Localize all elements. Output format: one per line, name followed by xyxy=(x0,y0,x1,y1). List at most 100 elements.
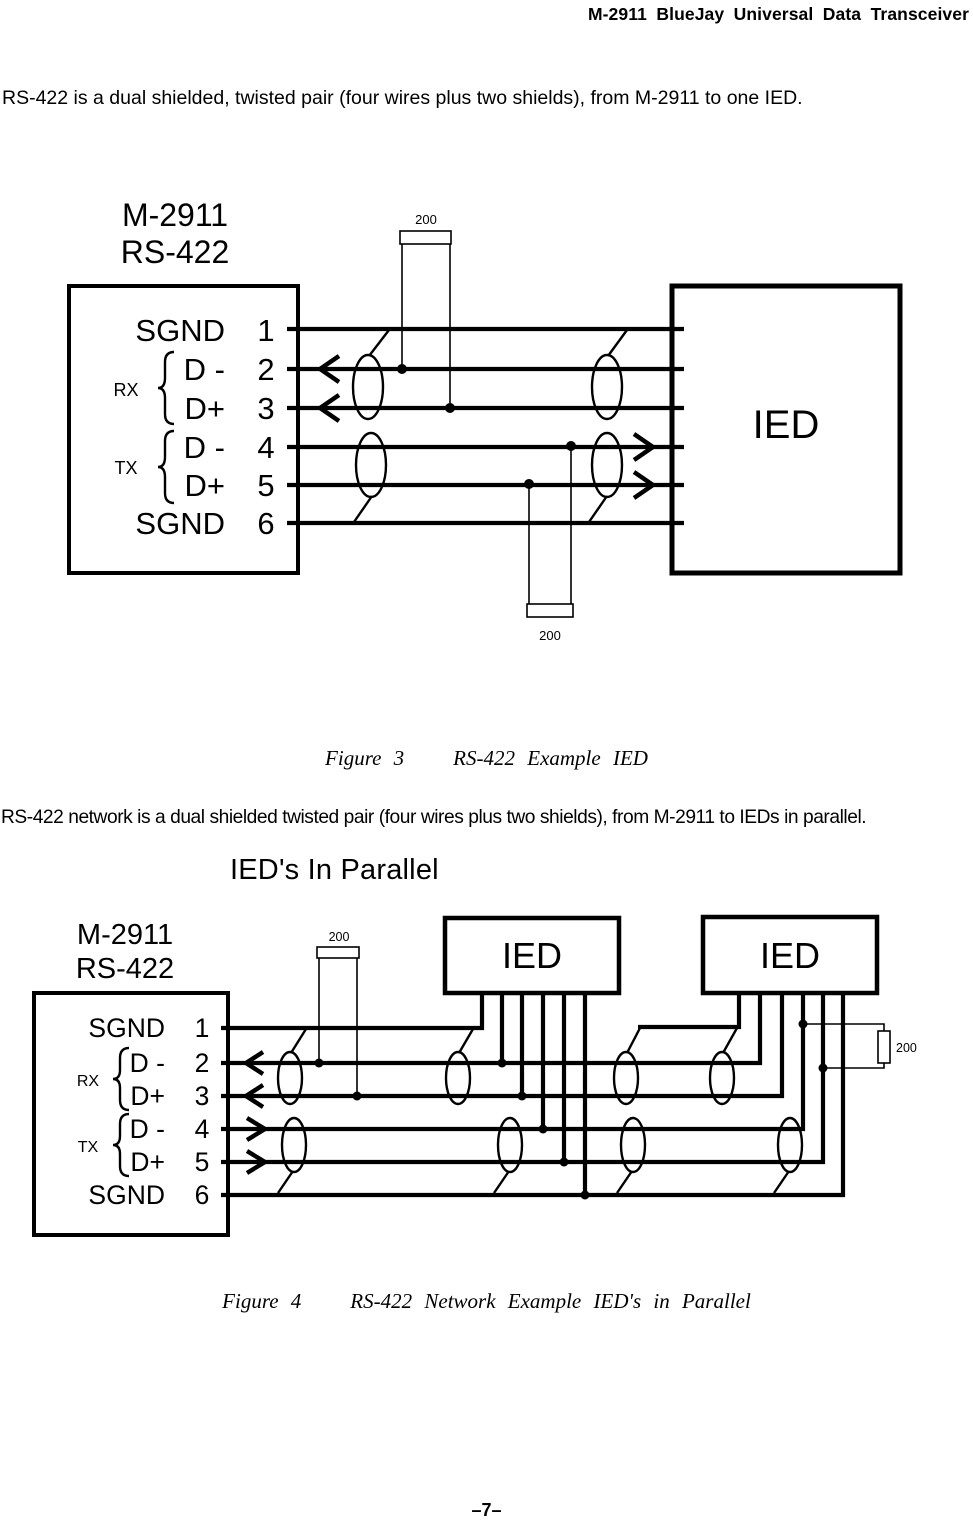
fig4-junction-dot xyxy=(497,1058,507,1068)
fig4-pin6-number: 6 xyxy=(195,1180,210,1210)
fig4-tx-shield-1-tail xyxy=(277,1170,294,1194)
fig4-ied1-label: IED xyxy=(502,935,562,976)
fig4-wire-pin6 xyxy=(221,993,846,1198)
fig4-tx-shield-2 xyxy=(496,1116,524,1174)
fig4-pin2-number: 2 xyxy=(195,1048,210,1078)
fig4-junction-dot xyxy=(559,1157,569,1167)
fig3-tx-shield-right-tail xyxy=(588,495,608,523)
fig4-junction-dot xyxy=(352,1091,362,1101)
fig3-rx-arrow-pin3-icon xyxy=(316,393,341,423)
fig4-left-resistor-symbol xyxy=(316,946,360,959)
fig4-right-resistor-wire-top xyxy=(803,1023,885,1031)
fig3-device-title-line1: M-2911 xyxy=(122,197,228,233)
fig4-tx-shield-3-tail xyxy=(616,1170,633,1194)
fig3-tx-arrow-pin5-icon xyxy=(632,470,657,500)
fig4-rx-shield-3-tail xyxy=(625,1027,642,1054)
fig3-tx-arrow-pin4-icon xyxy=(632,432,657,462)
fig3-rx-shield-right-tail xyxy=(607,329,628,357)
fig4-rx-shield-1-tail xyxy=(289,1028,308,1054)
fig4-tx-shield-1 xyxy=(280,1116,308,1174)
fig3-junction-dot xyxy=(524,479,534,489)
fig4-m2911-box xyxy=(32,991,230,1237)
fig4-wire-pin3 xyxy=(221,993,785,1099)
fig3-pin2-number: 2 xyxy=(257,352,274,387)
fig3-junction-dot xyxy=(397,364,407,374)
fig4-wire-pin5 xyxy=(221,993,826,1165)
fig4-device-title-line2: RS-422 xyxy=(76,953,174,985)
fig3-pin4-label: D - xyxy=(184,430,225,465)
fig3-cable-shields xyxy=(351,329,628,523)
fig4-pin-labels: SGND D - D+ D - D+ SGND 1 2 3 4 5 6 xyxy=(88,1013,209,1210)
fig4-left-resistor-value: 200 xyxy=(329,930,350,944)
fig4-wire-pin1 xyxy=(221,993,485,1031)
fig3-bottom-resistor-symbol xyxy=(526,603,574,618)
fig3-signal-wires xyxy=(287,326,684,526)
fig3-junction-dot xyxy=(566,441,576,451)
fig3-rx-brace xyxy=(157,350,175,426)
fig3-pin1-label: SGND xyxy=(135,313,225,348)
fig3-pin5-label: D+ xyxy=(185,468,226,503)
fig4-pin3-label: D+ xyxy=(130,1081,165,1111)
fig4-rx-shield-4-tail xyxy=(721,1027,739,1054)
network-paragraph: RS-422 network is a dual shielded twiste… xyxy=(1,807,867,828)
fig4-tx-arrow-pin5-icon xyxy=(245,1149,270,1175)
fig4-pin1-number: 1 xyxy=(195,1013,210,1043)
fig3-bottom-resistor-value: 200 xyxy=(539,628,561,643)
fig4-cable-shields xyxy=(276,1027,804,1194)
page-number: –7– xyxy=(471,1500,502,1520)
fig3-pin5-number: 5 xyxy=(257,468,274,503)
fig4-tx-shield-3 xyxy=(619,1116,647,1174)
fig3-pin1-number: 1 xyxy=(257,313,274,348)
fig3-pin6-number: 6 xyxy=(257,506,274,541)
fig4-device-title-line1: M-2911 xyxy=(77,919,173,951)
fig4-signal-wires xyxy=(221,993,846,1198)
fig3-rx-shield-left xyxy=(351,353,385,421)
fig4-rx-arrow-pin3-icon xyxy=(241,1083,265,1109)
fig3-pin6-label: SGND xyxy=(135,506,225,541)
fig3-tx-label: TX xyxy=(114,458,137,478)
fig3-ied-label: IED xyxy=(753,403,820,447)
fig4-rx-brace xyxy=(112,1046,130,1112)
fig4-junction-dot xyxy=(538,1124,548,1134)
fig4-rx-shield-4 xyxy=(708,1050,736,1106)
fig3-ied-box xyxy=(669,283,903,576)
fig4-tx-label: TX xyxy=(78,1139,99,1156)
fig3-pin4-number: 4 xyxy=(257,430,274,465)
fig4-rx-tx-groups: RX TX xyxy=(77,1046,130,1178)
fig4-direction-arrows xyxy=(241,1050,270,1175)
fig3-rx-arrow-pin2-icon xyxy=(316,354,341,384)
fig4-junction-dot xyxy=(798,1019,808,1029)
fig3-top-resistor: 200 xyxy=(397,212,455,413)
fig4-ied2-box xyxy=(700,914,880,996)
fig3-direction-arrows xyxy=(316,354,657,500)
figure4-heading: IED's In Parallel xyxy=(230,854,439,886)
fig4-junction-dot xyxy=(314,1058,324,1068)
fig4-right-resistor-symbol xyxy=(877,1030,891,1064)
fig4-ied1-box xyxy=(442,915,622,996)
fig4-wire-pin4 xyxy=(221,993,806,1132)
fig3-top-resistor-value: 200 xyxy=(415,212,437,227)
fig4-pin4-number: 4 xyxy=(195,1114,210,1144)
fig3-tx-shield-left-tail xyxy=(353,495,373,523)
fig3-tx-brace xyxy=(157,429,175,505)
fig4-junction-dot xyxy=(818,1063,828,1073)
fig3-pin3-number: 3 xyxy=(257,391,274,426)
fig4-rx-shield-2 xyxy=(444,1050,472,1106)
fig4-pin2-label: D - xyxy=(130,1048,165,1078)
fig4-pin5-number: 5 xyxy=(195,1147,210,1177)
figure3-diagram: M-2911 RS-422 IED 200 xyxy=(67,197,903,643)
fig4-pin3-number: 3 xyxy=(195,1081,210,1111)
fig4-left-resistor: 200 xyxy=(314,930,362,1101)
fig3-rx-shield-right xyxy=(590,353,624,421)
fig3-pin-labels: SGND D - D+ D - D+ SGND 1 2 3 4 5 6 xyxy=(135,313,274,541)
fig4-tx-shield-4 xyxy=(776,1116,804,1174)
fig4-pin6-label: SGND xyxy=(88,1180,165,1210)
fig4-rx-shield-1 xyxy=(276,1050,304,1106)
fig4-rx-shield-2-tail xyxy=(457,1028,475,1054)
fig3-pin3-label: D+ xyxy=(185,391,226,426)
figure3-caption: Figure 3 RS-422 Example IED xyxy=(325,746,648,770)
fig4-ied2-label: IED xyxy=(760,935,820,976)
fig4-wire-pin2 xyxy=(221,993,763,1066)
fig3-junction-dot xyxy=(445,403,455,413)
